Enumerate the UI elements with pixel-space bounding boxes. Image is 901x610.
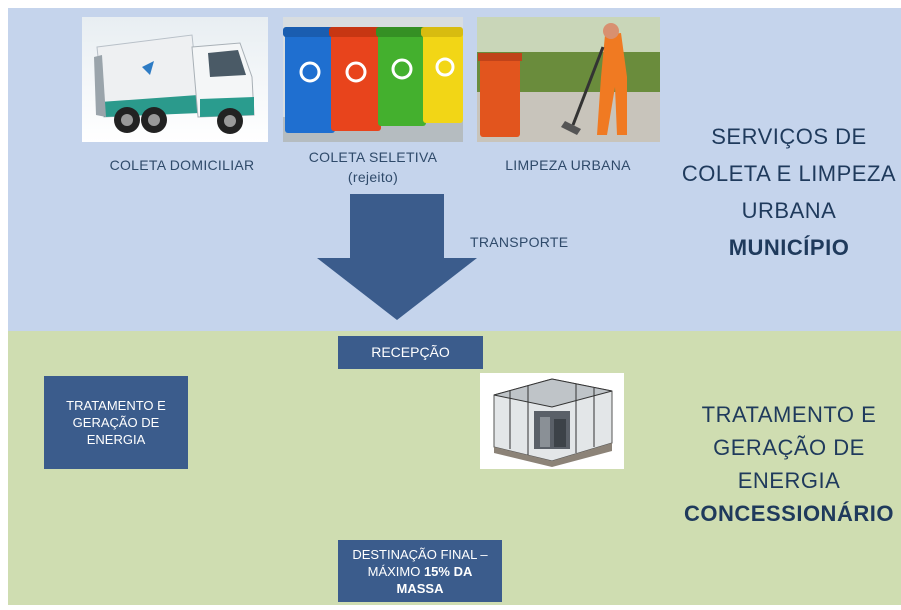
transport-label: TRANSPORTE xyxy=(470,234,569,250)
title-line: URBANA xyxy=(741,198,837,223)
urban-cleaning-caption: LIMPEZA URBANA xyxy=(505,157,631,173)
caption-line: COLETA SELETIVA xyxy=(308,149,438,165)
title-line: ENERGIA xyxy=(737,468,841,493)
destination-max-text: MÁXIMO xyxy=(367,563,424,579)
concessionaire-title: TRATAMENTO E GERAÇÃO DE ENERGIA CONCESSI… xyxy=(678,398,900,530)
reception-box: RECEPÇÃO xyxy=(338,336,483,369)
transport-arrow-icon xyxy=(317,194,477,320)
title-line: GERAÇÃO DE xyxy=(713,435,865,460)
municipality-title: SERVIÇOS DE COLETA E LIMPEZA URBANA MUNI… xyxy=(678,118,900,266)
power-plant-render xyxy=(480,373,624,469)
title-line: SERVIÇOS DE xyxy=(711,124,867,149)
destination-line-2: MÁXIMO 15% DA xyxy=(368,563,473,580)
title-bold: CONCESSIONÁRIO xyxy=(684,501,894,526)
title-bold: MUNICÍPIO xyxy=(728,235,850,260)
title-line: COLETA E LIMPEZA xyxy=(681,161,897,186)
collection-selective-caption: COLETA SELETIVA (rejeito) xyxy=(283,147,463,187)
collection-household-caption: COLETA DOMICILIAR xyxy=(109,157,255,173)
garbage-truck-photo xyxy=(82,17,268,142)
destination-line-3: MASSA xyxy=(396,580,444,596)
street-sweeper-photo xyxy=(477,17,660,142)
reception-label: RECEPÇÃO xyxy=(371,344,450,360)
title-line: TRATAMENTO E xyxy=(701,402,877,427)
final-destination-box: DESTINAÇÃO FINAL – MÁXIMO 15% DA MASSA xyxy=(338,540,502,602)
recycling-bins-photo xyxy=(283,17,463,142)
treatment-box: TRATAMENTO E GERAÇÃO DE ENERGIA xyxy=(44,376,188,469)
box-line: TRATAMENTO E xyxy=(66,398,166,413)
destination-line-1: DESTINAÇÃO FINAL – xyxy=(352,546,488,562)
destination-percent-text: 15% DA xyxy=(423,563,473,579)
box-line: ENERGIA xyxy=(86,432,146,447)
box-line: GERAÇÃO DE xyxy=(72,415,160,430)
caption-line: (rejeito) xyxy=(347,169,399,185)
